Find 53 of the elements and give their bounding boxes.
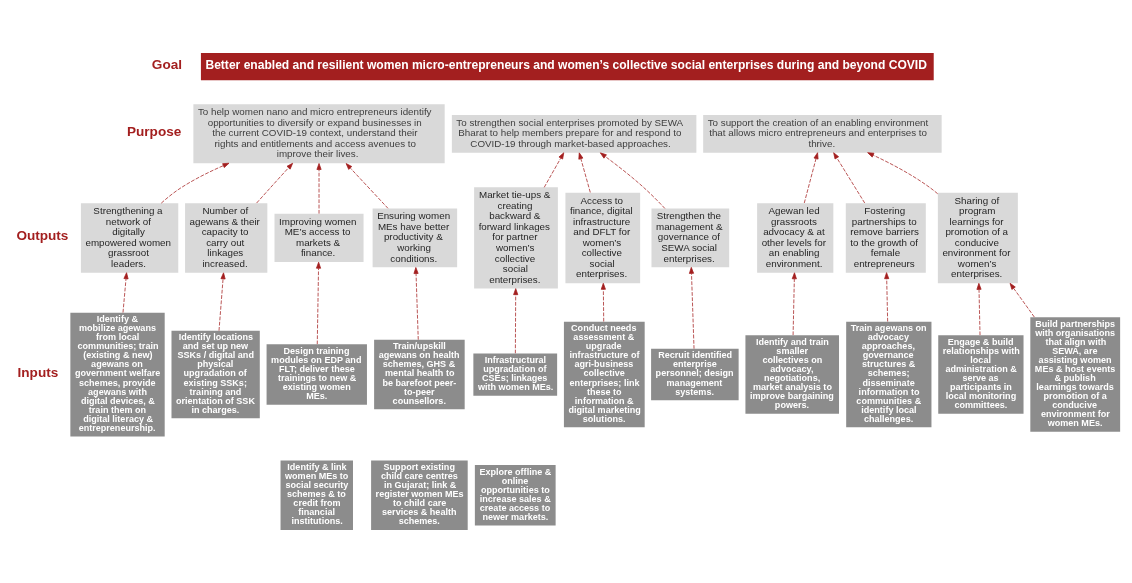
node-box: Agewan led grassroots advocacy & at other levels for an enabling environment. bbox=[757, 203, 834, 273]
node-box: Identify & mobilize agewans from local communities; train (existing & new) agewans on government welfare schemes, provide agewans with digital devices, & train them on digital literacy & entrepreneurship. bbox=[70, 312, 165, 437]
node-box: Identify & link women MEs to social security schemes & to credit from financial institutions. bbox=[280, 460, 353, 530]
arrow bbox=[122, 272, 129, 313]
arrow bbox=[160, 162, 230, 204]
arrow bbox=[599, 152, 666, 209]
arrow bbox=[791, 272, 797, 336]
node-box: To support the creation of an enabling environment that allows micro entrepreneurs and enterprises to thrive. bbox=[703, 114, 942, 153]
node-box: Fostering partnerships to remove barriers to the growth of female entrepreneurs bbox=[845, 203, 926, 273]
node-box: Build partnerships with organisations that align with SEWA, are assisting women MEs & host events & publish learnings towards promotion of a conducive environment for women MEs. bbox=[1030, 317, 1121, 432]
label: Outputs bbox=[16, 228, 69, 244]
node-box: Support existing child care centres in Gujarat; link & register women MEs to child care services & health schemes. bbox=[371, 460, 468, 530]
node-box: Train/upskill agewans on health schemes, GHS & mental health to be barefoot peer-to-peer counsellors. bbox=[374, 339, 465, 410]
node-box: Infrastructural upgradation of CSEs; linkages with women MEs. bbox=[473, 353, 558, 396]
node-box: Sharing of program learnings for promotion of a conducive environment for women’s enterprises. bbox=[937, 192, 1018, 284]
arrow bbox=[345, 163, 389, 209]
node-box: Strengthen the management & governance of SEWA social enterprises. bbox=[651, 208, 730, 268]
node-box: Engage & build relationships with local administration & serve as participants in local monitoring committees. bbox=[938, 335, 1024, 414]
node-box: To strengthen social enterprises promoted by SEWA Bharat to help members prepare for and respond to COVID-19 through market-based approaches. bbox=[451, 114, 697, 153]
arrow bbox=[543, 152, 565, 188]
node-box: Design training modules on EDP and FLT; deliver these trainings to new & existing women MEs. bbox=[266, 344, 367, 405]
arrow bbox=[413, 267, 419, 341]
arrow bbox=[256, 162, 294, 204]
label: Goal bbox=[151, 57, 183, 73]
node-box: To help women nano and micro entrepreneurs identify opportunities to diversify or expand businesses in the current COVID-19 context, understand their rights and entitlements and access avenues to improve their lives. bbox=[193, 104, 445, 164]
arrow bbox=[316, 163, 322, 214]
node-box: Access to finance, digital infrastructure and DFLT for women’s collective social enterprises. bbox=[565, 192, 641, 284]
arrow bbox=[976, 282, 982, 336]
node-box: Number of agewans & their capacity to carry out linkages increased. bbox=[185, 203, 268, 273]
arrow bbox=[884, 272, 890, 322]
label: Purpose bbox=[126, 124, 182, 140]
arrow bbox=[513, 288, 519, 354]
arrow bbox=[218, 272, 226, 332]
arrow bbox=[1009, 282, 1035, 318]
node-box: Train agewans on advocacy approaches, governance structures & schemes; disseminate information to communities & identify local challenges. bbox=[846, 321, 932, 428]
node-box: Better enabled and resilient women micro-entrepreneurs and women’s collective social enterprises during and beyond COVID bbox=[200, 53, 934, 81]
arrow bbox=[316, 261, 321, 345]
arrow bbox=[867, 152, 939, 195]
node-box: Explore offline & online opportunities to increase sales & create access to newer markets. bbox=[474, 465, 556, 526]
label: Inputs bbox=[17, 365, 59, 381]
node-box: Identify and train smaller collectives on advocacy, negotiations, market analysis to improve bargaining powers. bbox=[745, 335, 839, 414]
arrow bbox=[578, 152, 591, 193]
arrow bbox=[833, 152, 866, 204]
arrow bbox=[689, 267, 695, 350]
arrow bbox=[600, 282, 606, 322]
node-box: Identify locations and set up new SSKs / digital and physical upgradation of existing SSKs; training and orientation of SSK in charges. bbox=[171, 330, 260, 419]
node-box: Strengthening a network of digitally empowered women grassroot leaders. bbox=[80, 203, 179, 273]
node-box: Recruit identified enterprise personnel; design management systems. bbox=[651, 348, 739, 401]
arrow bbox=[803, 152, 819, 204]
node-box: Improving women ME’s access to markets & finance. bbox=[274, 213, 364, 263]
node-box: Conduct needs assessment & upgrade infrastructure of agri-business collective enterprises; link these to information & digital marketing solutions. bbox=[563, 321, 645, 428]
node-box: Market tie-ups & creating backward & forward linkages for partner women’s collective social enterprises. bbox=[474, 187, 558, 289]
node-box: Ensuring women MEs have better productivity & working conditions. bbox=[372, 208, 458, 268]
